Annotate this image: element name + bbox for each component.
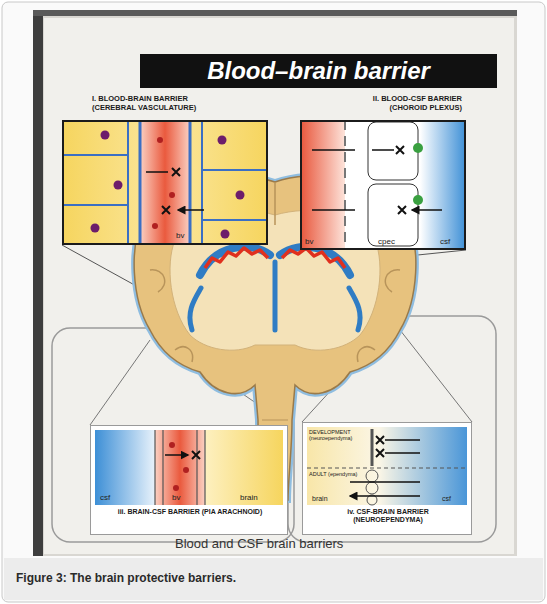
region-label: ADULT (ependyma) xyxy=(309,471,361,477)
transport-arrow xyxy=(165,454,188,456)
transporter-dot xyxy=(413,195,423,205)
block-mark xyxy=(162,168,180,214)
region-label: bv xyxy=(172,494,180,503)
pia-layer xyxy=(155,430,205,505)
region-label: DEVELOPMENT (neuroependyma) xyxy=(309,429,365,441)
photo-area xyxy=(33,10,517,556)
transport-arrow xyxy=(146,172,204,210)
panel-heading: II. BLOOD-CSF BARRIER (CHOROID PLEXUS) xyxy=(344,95,462,112)
region-label: csf xyxy=(440,238,450,247)
pericyte-dots xyxy=(91,131,245,239)
title-text: Blood–brain barrier xyxy=(140,54,497,88)
pericyte-dot xyxy=(91,224,100,233)
barrier-panel: iii. BRAIN-CSF BARRIER (PIA ARACHNOID) xyxy=(90,425,288,535)
endothelium xyxy=(140,120,190,245)
ependymal-cell xyxy=(366,470,378,482)
barrier-panel: I. BLOOD-BRAIN BARRIER (CEREBRAL VASCULA… xyxy=(62,120,268,245)
blood-cell xyxy=(152,223,158,229)
blood-cell xyxy=(183,467,189,473)
ependymal-cell xyxy=(366,482,378,494)
pericyte-dot xyxy=(218,136,227,145)
panel-background xyxy=(90,425,288,535)
paper-sheet xyxy=(44,18,514,554)
block-mark xyxy=(396,146,406,214)
region-label: csf xyxy=(100,494,110,503)
figure-subcaption: Blood and CSF brain barriers xyxy=(175,537,343,551)
neuroependyma xyxy=(371,429,374,466)
transport-arrow xyxy=(350,440,420,496)
pericyte-dot xyxy=(114,181,123,190)
pericyte-dot xyxy=(236,191,245,200)
caption-band xyxy=(4,558,543,600)
panel-heading: iv. CSF-BRAIN BARRIER (NEUROEPENDYMA) xyxy=(313,508,463,524)
csf-space xyxy=(420,120,466,250)
figure-caption: Figure 3: The brain protective barriers. xyxy=(16,571,236,585)
panel-background xyxy=(300,120,466,250)
panel-heading: iii. BRAIN-CSF BARRIER (PIA ARACHNOID) xyxy=(107,508,273,516)
astrocyte-line xyxy=(62,120,268,245)
screen-bezel xyxy=(33,10,43,556)
blood-vessel xyxy=(300,120,345,250)
title-banner xyxy=(140,54,497,88)
blood-vessel xyxy=(155,430,205,505)
stage-divider xyxy=(307,468,467,469)
region-label: brain xyxy=(312,495,328,503)
blood-cell xyxy=(169,192,175,198)
blood-cells xyxy=(169,442,189,491)
region-label: cpec xyxy=(378,238,395,247)
region-label: bv xyxy=(305,238,313,247)
blood-cell xyxy=(173,485,179,491)
pericyte-dot xyxy=(101,131,110,140)
block-mark xyxy=(376,436,384,457)
brain-tissue xyxy=(62,120,268,245)
region-label: bv xyxy=(176,232,184,241)
barrier-panel: II. BLOOD-CSF BARRIER (CHOROID PLEXUS) xyxy=(300,120,466,250)
block-mark xyxy=(192,451,200,459)
blood-cells xyxy=(152,137,175,229)
brain-csf-interface xyxy=(307,427,467,505)
epithelial-cell xyxy=(368,122,418,180)
panel-heading: I. BLOOD-BRAIN BARRIER (CEREBRAL VASCULA… xyxy=(92,95,224,112)
transport-arrow xyxy=(312,150,442,210)
region-label: brain xyxy=(240,494,258,503)
blood-cell xyxy=(169,442,175,448)
epithelial-cell xyxy=(368,184,418,246)
blood-cell xyxy=(157,137,163,143)
blood-vessel xyxy=(140,120,190,245)
brain-tissue xyxy=(205,430,283,505)
transporter-dot xyxy=(413,143,423,153)
panel-background xyxy=(302,422,472,535)
pericyte-dot xyxy=(221,230,230,239)
fenestrated-endothelium xyxy=(344,120,346,250)
region-label: csf xyxy=(442,495,451,503)
ependyma-cells xyxy=(366,470,378,505)
screen-bezel xyxy=(33,10,517,16)
csf-space xyxy=(95,430,155,505)
